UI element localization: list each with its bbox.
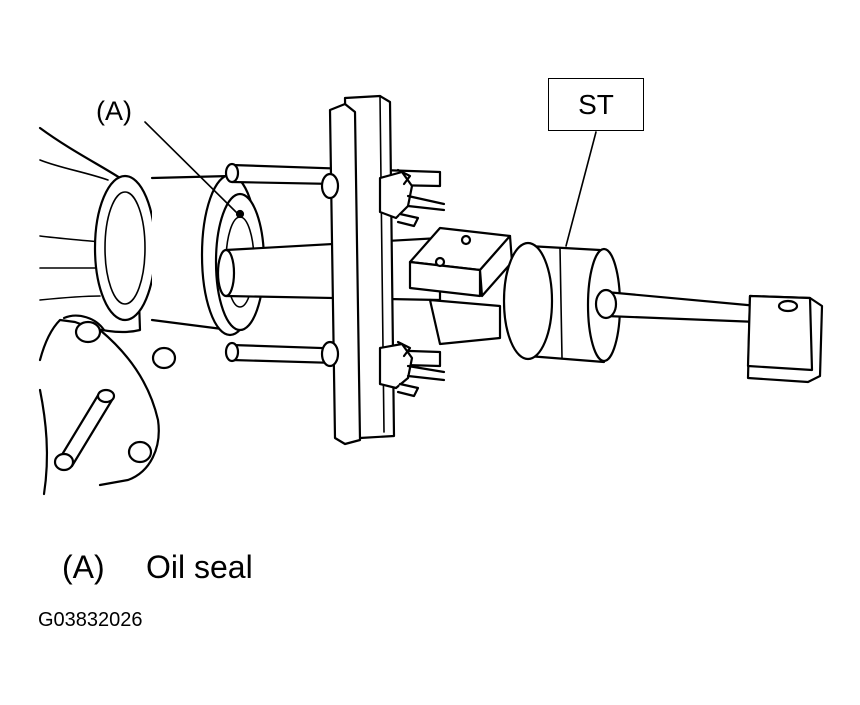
legend: (A) Oil seal <box>62 549 253 586</box>
st-label-text: ST <box>578 88 614 120</box>
callout-leader-st <box>565 131 597 247</box>
figure-id: G03832026 <box>38 609 143 631</box>
slide-hammer-rod <box>594 288 760 324</box>
callout-label-st: ST <box>548 78 644 131</box>
legend-text: Oil seal <box>146 549 253 585</box>
adapter-block <box>408 226 514 346</box>
legend-key: (A) <box>62 549 105 585</box>
transmission-housing <box>38 126 177 496</box>
wing-nuts <box>320 168 446 398</box>
slide-hammer-handle <box>746 294 824 384</box>
callout-leader-a <box>144 121 237 213</box>
oil-seal-removal-illustration <box>38 94 824 496</box>
cross-bar <box>328 94 396 446</box>
callout-label-a: (A) <box>96 96 132 126</box>
